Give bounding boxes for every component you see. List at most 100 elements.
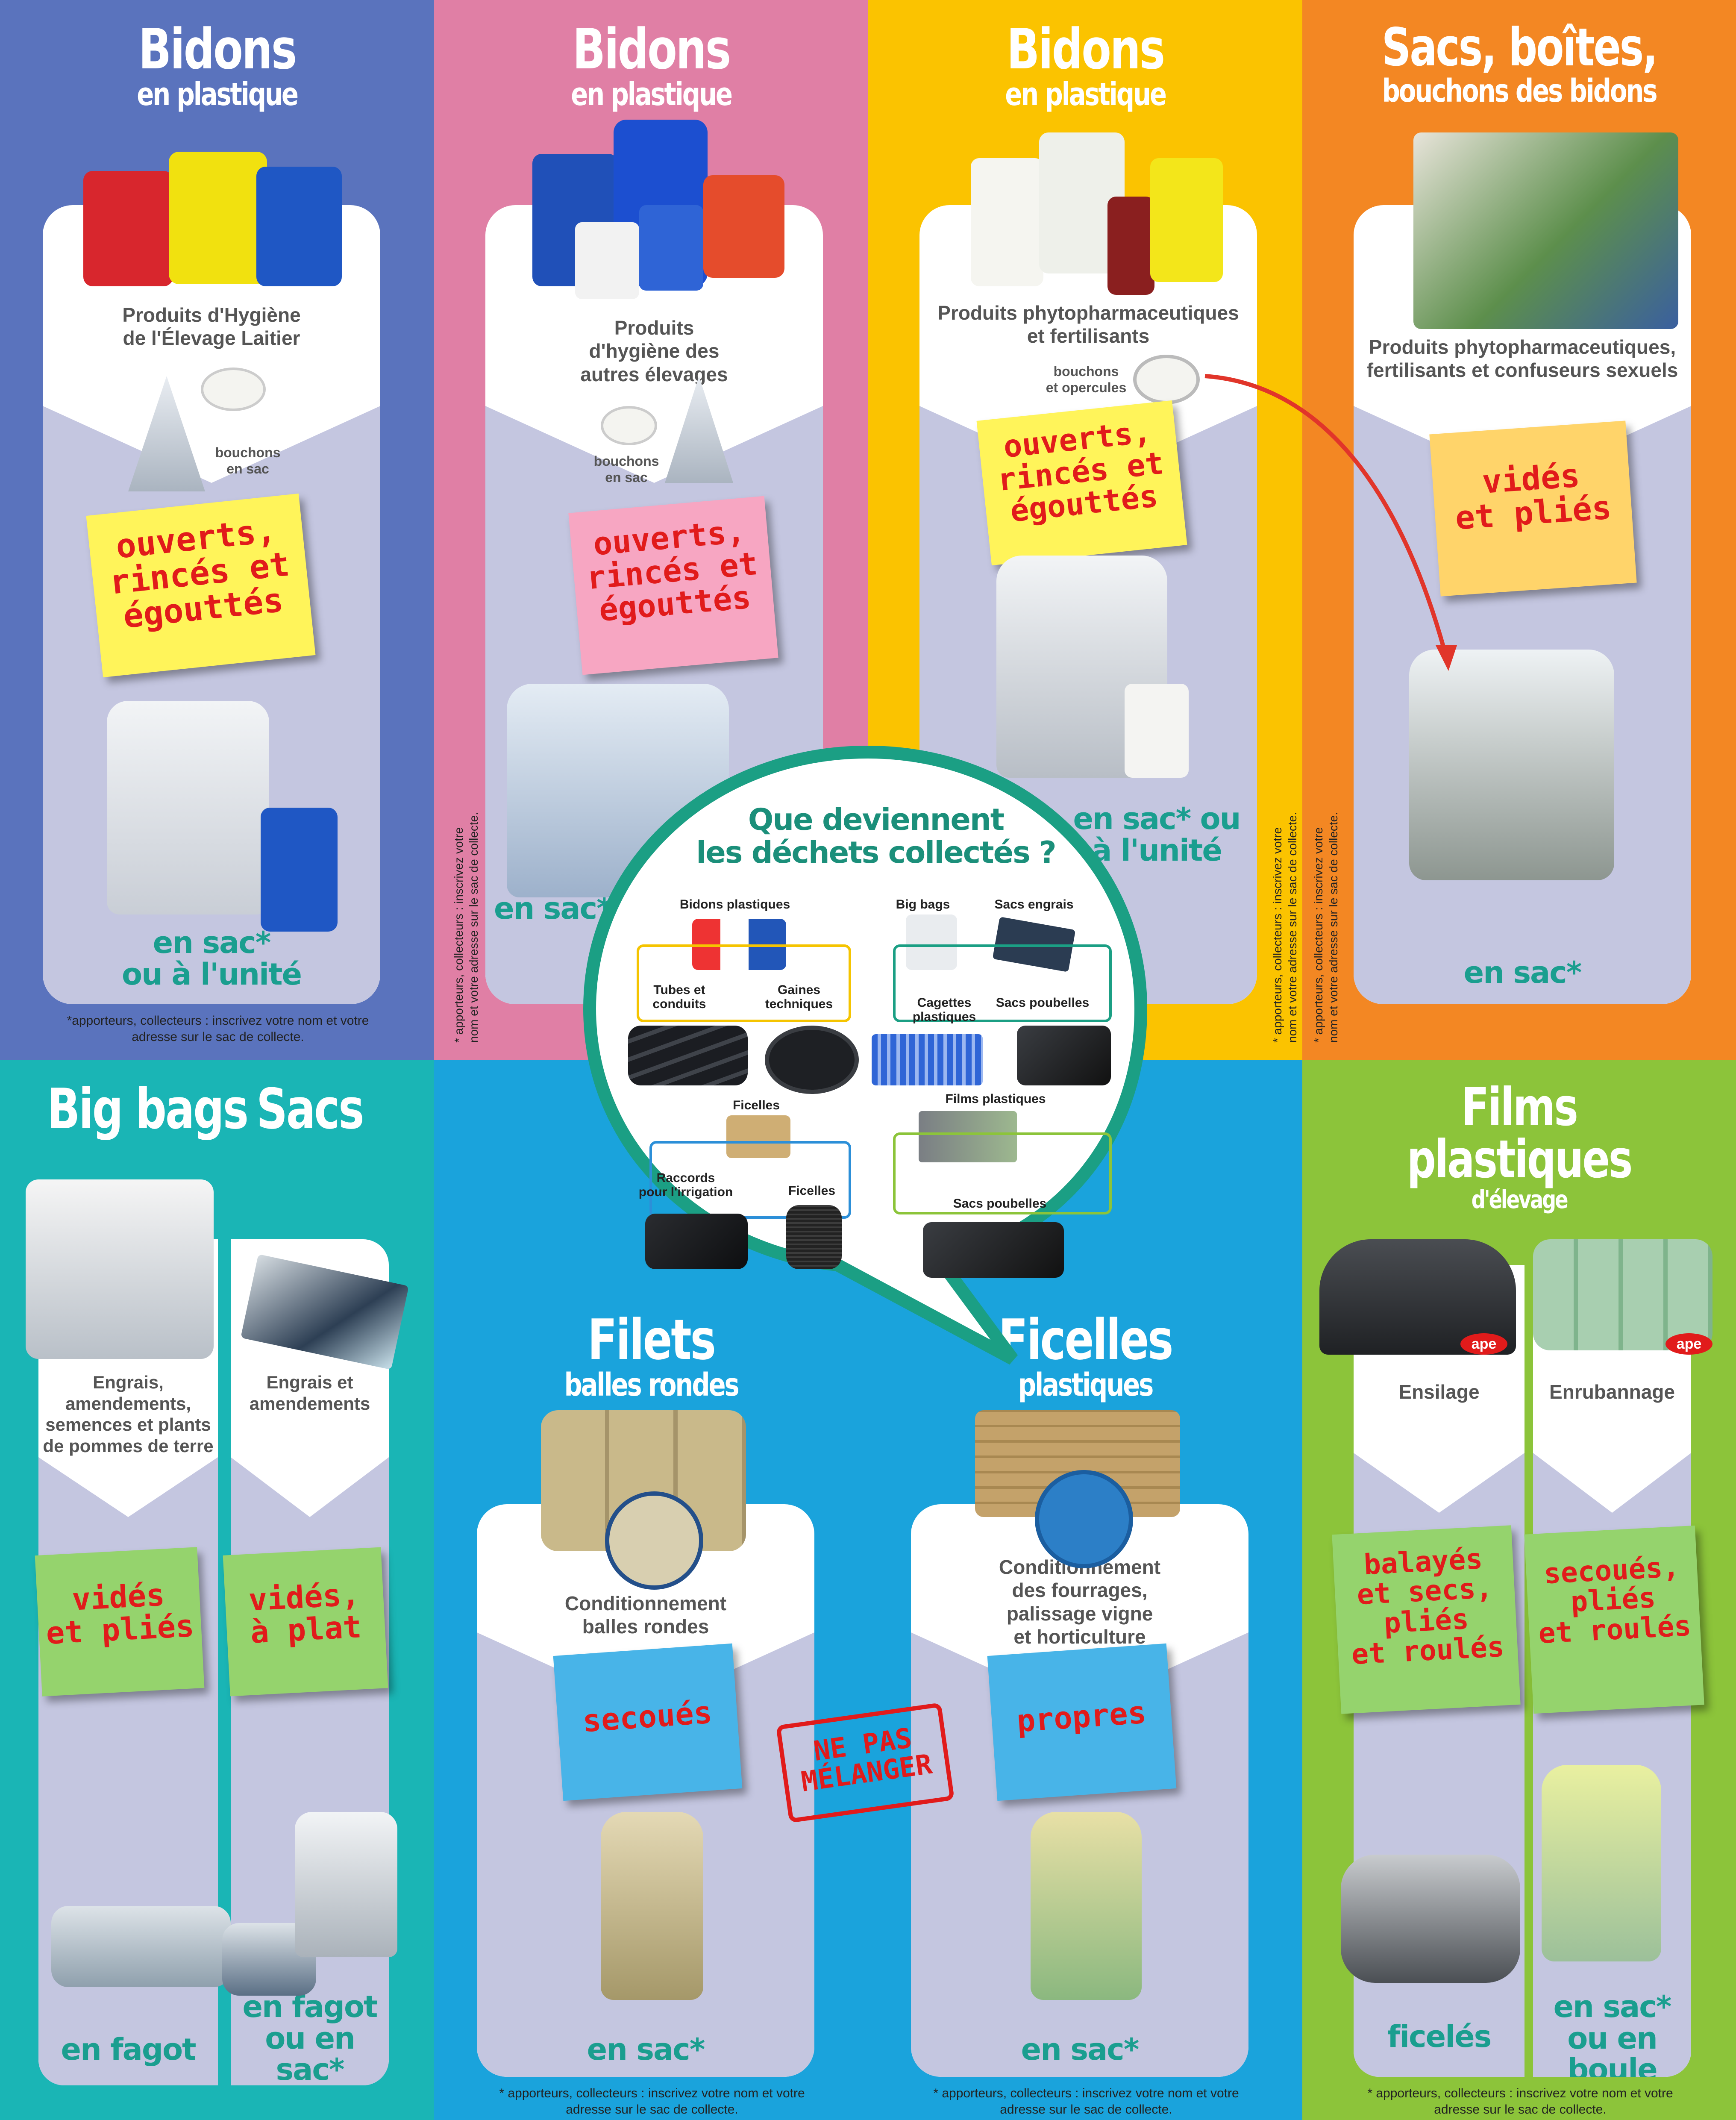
panel-films-plastiques: Films plastiques d'élevage Ensilage fice… [1302, 1060, 1736, 2120]
irrigation-fittings-image [645, 1214, 748, 1269]
instruction-note: secoués [553, 1643, 743, 1801]
chevron-arrow [1354, 1453, 1525, 1513]
fagot-image [51, 1906, 231, 1987]
group4-frame [893, 1132, 1112, 1214]
panel-title: Bidons en plastique [0, 21, 434, 110]
g1-heading: Bidons plastiques [679, 897, 790, 912]
caps-image [201, 368, 266, 411]
twine-closeup-image [1035, 1470, 1133, 1568]
film-photos-image [919, 1111, 1017, 1162]
red-jerrycan-image [83, 171, 173, 286]
twine-bale-image [726, 1115, 790, 1158]
title-sacs: Sacs [256, 1076, 364, 1141]
g3-left-label: Raccords pour l'irrigation [638, 1171, 733, 1199]
collection-mode: en sac* ou à l'unité [1073, 801, 1241, 868]
chevron-arrow [43, 406, 380, 483]
blue-jerrycan-image [256, 167, 342, 286]
caps-to-bag-arrow [1204, 374, 1457, 671]
panel-sacs-boites: Sacs, boîtes, bouchons des bidons Produi… [1302, 0, 1736, 1060]
title-sub: d'élevage [1471, 1185, 1569, 1214]
g1-left-label: Tubes et conduits [652, 983, 706, 1011]
title-main: Films plastiques [1407, 1077, 1633, 1190]
collection-mode: en sac* [1021, 2032, 1140, 2067]
yellow-can-image [1150, 158, 1223, 282]
crates-image [872, 1034, 983, 1085]
bottle-image [1107, 197, 1154, 295]
product-description: Produits phytopharmaceutiques et fertili… [937, 302, 1239, 347]
collection-bag-image [107, 701, 269, 914]
panel-filets: Filets balles rondes Conditionnement bal… [434, 1060, 868, 2120]
panel-title: Films plastiques d'élevage [1302, 1081, 1736, 1212]
g4-bottom-label: Sacs poubelles [953, 1197, 1047, 1211]
conduit-coil-image [765, 1026, 859, 1094]
collection-bag-image [1409, 650, 1614, 880]
ape-logo-icon-2: ape [1666, 1333, 1713, 1355]
collection-mode: en sac* ou en boule [1553, 1989, 1672, 2077]
chevron-arrow [38, 1457, 218, 1517]
panel-title-2: Sacs [256, 1081, 434, 1137]
bubble-title: Que deviennent les déchets collectés ? [696, 802, 1057, 870]
panel-bidons-hygiene-laitier: Bidons en plastique Produits d'Hygiène d… [0, 0, 434, 1060]
collection-mode: en fagot ou en sac* [242, 1989, 378, 2085]
ape-logo-icon: ape [1460, 1333, 1507, 1355]
title-main: Sacs, boîtes, [1381, 17, 1658, 78]
yellow-jerrycan-image [169, 152, 267, 284]
product-description: Produits phytopharmaceutiques, fertilisa… [1366, 336, 1678, 382]
product-description: Engrais et amendements [249, 1372, 370, 1414]
panel-title: Big bags [47, 1081, 434, 1137]
instruction-note: propres [987, 1643, 1177, 1801]
g2-right-label: Sacs poubelles [996, 996, 1090, 1010]
caps-label: bouchons et opercules [1046, 364, 1127, 396]
collection-mode: en sac* ou à l'unité [122, 925, 302, 992]
title-main: Bidons [138, 17, 297, 82]
title-big-bags: Big bags [47, 1076, 249, 1141]
caps-image [601, 406, 657, 445]
white-can-image [971, 158, 1043, 286]
footnote: * apporteurs, collecteurs : inscrivez vo… [1271, 812, 1299, 1043]
title-main: Ficelles [998, 1307, 1174, 1372]
g2-heading-a: Big bags [896, 897, 950, 912]
twine-spool-image [786, 1205, 842, 1269]
chevron-arrow [231, 1457, 389, 1517]
label: Ensilage [1398, 1381, 1480, 1403]
product-description: Engrais, amendements, semences et plants… [43, 1372, 214, 1456]
collection-bag-image [1542, 1765, 1661, 1961]
product-description: Conditionnement des fourrages, palissage… [999, 1556, 1160, 1648]
rolled-films-image [1341, 1855, 1520, 1983]
big-bag-small-image [906, 914, 957, 970]
footnote: * apporteurs, collecteurs : inscrivez vo… [1312, 812, 1340, 1043]
g2-heading-b: Sacs engrais [994, 897, 1074, 912]
panel-title: Filets balles rondes [434, 1312, 868, 1401]
instruction-note-enrubannage: secoués, pliés et roulés [1524, 1525, 1704, 1714]
title-main: Bidons [572, 17, 731, 82]
collection-mode: en sac* [1463, 955, 1582, 990]
panel-title: Sacs, boîtes, bouchons des bidons [1302, 21, 1736, 107]
product-description: Produits d'hygiène des autres élevages [580, 317, 728, 385]
panel-big-bags-sacs: Big bags Sacs Engrais, amendements, seme… [0, 1060, 434, 2120]
title-sub: en plastique [137, 76, 299, 113]
panel-title: Bidons en plastique [868, 21, 1302, 110]
group2-frame [893, 944, 1112, 1022]
instruction-note-sacs: vidés, à plat [223, 1547, 388, 1697]
collection-mode: ficelés [1387, 2019, 1492, 2054]
wrapped-bales-image [1533, 1239, 1713, 1350]
g3-heading: Ficelles [732, 1098, 780, 1112]
blue-jerrycan-image-2 [261, 808, 338, 932]
collection-mode: en fagot [61, 2032, 196, 2067]
caps-image [1133, 355, 1200, 404]
chevron-arrow [1533, 1453, 1691, 1513]
panel-title: Ficelles plastiques [868, 1312, 1302, 1401]
panel-ficelles: Ficelles plastiques Conditionnement des … [868, 1060, 1302, 2120]
title-main: Filets [587, 1307, 716, 1372]
collection-mode: en sac* [587, 2032, 705, 2067]
collection-bag-image [601, 1812, 703, 2000]
footnote: * apporteurs, collecteurs : inscrivez vo… [933, 2086, 1239, 2117]
instruction-note: ouverts, rincés et égouttés [568, 496, 778, 675]
title-sub: plastiques [1018, 1367, 1154, 1403]
instruction-note-big-bags: vidés et pliés [35, 1547, 205, 1697]
title-sub: balles rondes [564, 1367, 739, 1403]
instruction-note-ensilage: balayés et secs, pliés et roulés [1332, 1525, 1521, 1714]
red-drum-image [703, 175, 784, 278]
footnote: * apporteurs, collecteurs : inscrivez vo… [452, 812, 480, 1043]
group3-frame [649, 1141, 851, 1219]
